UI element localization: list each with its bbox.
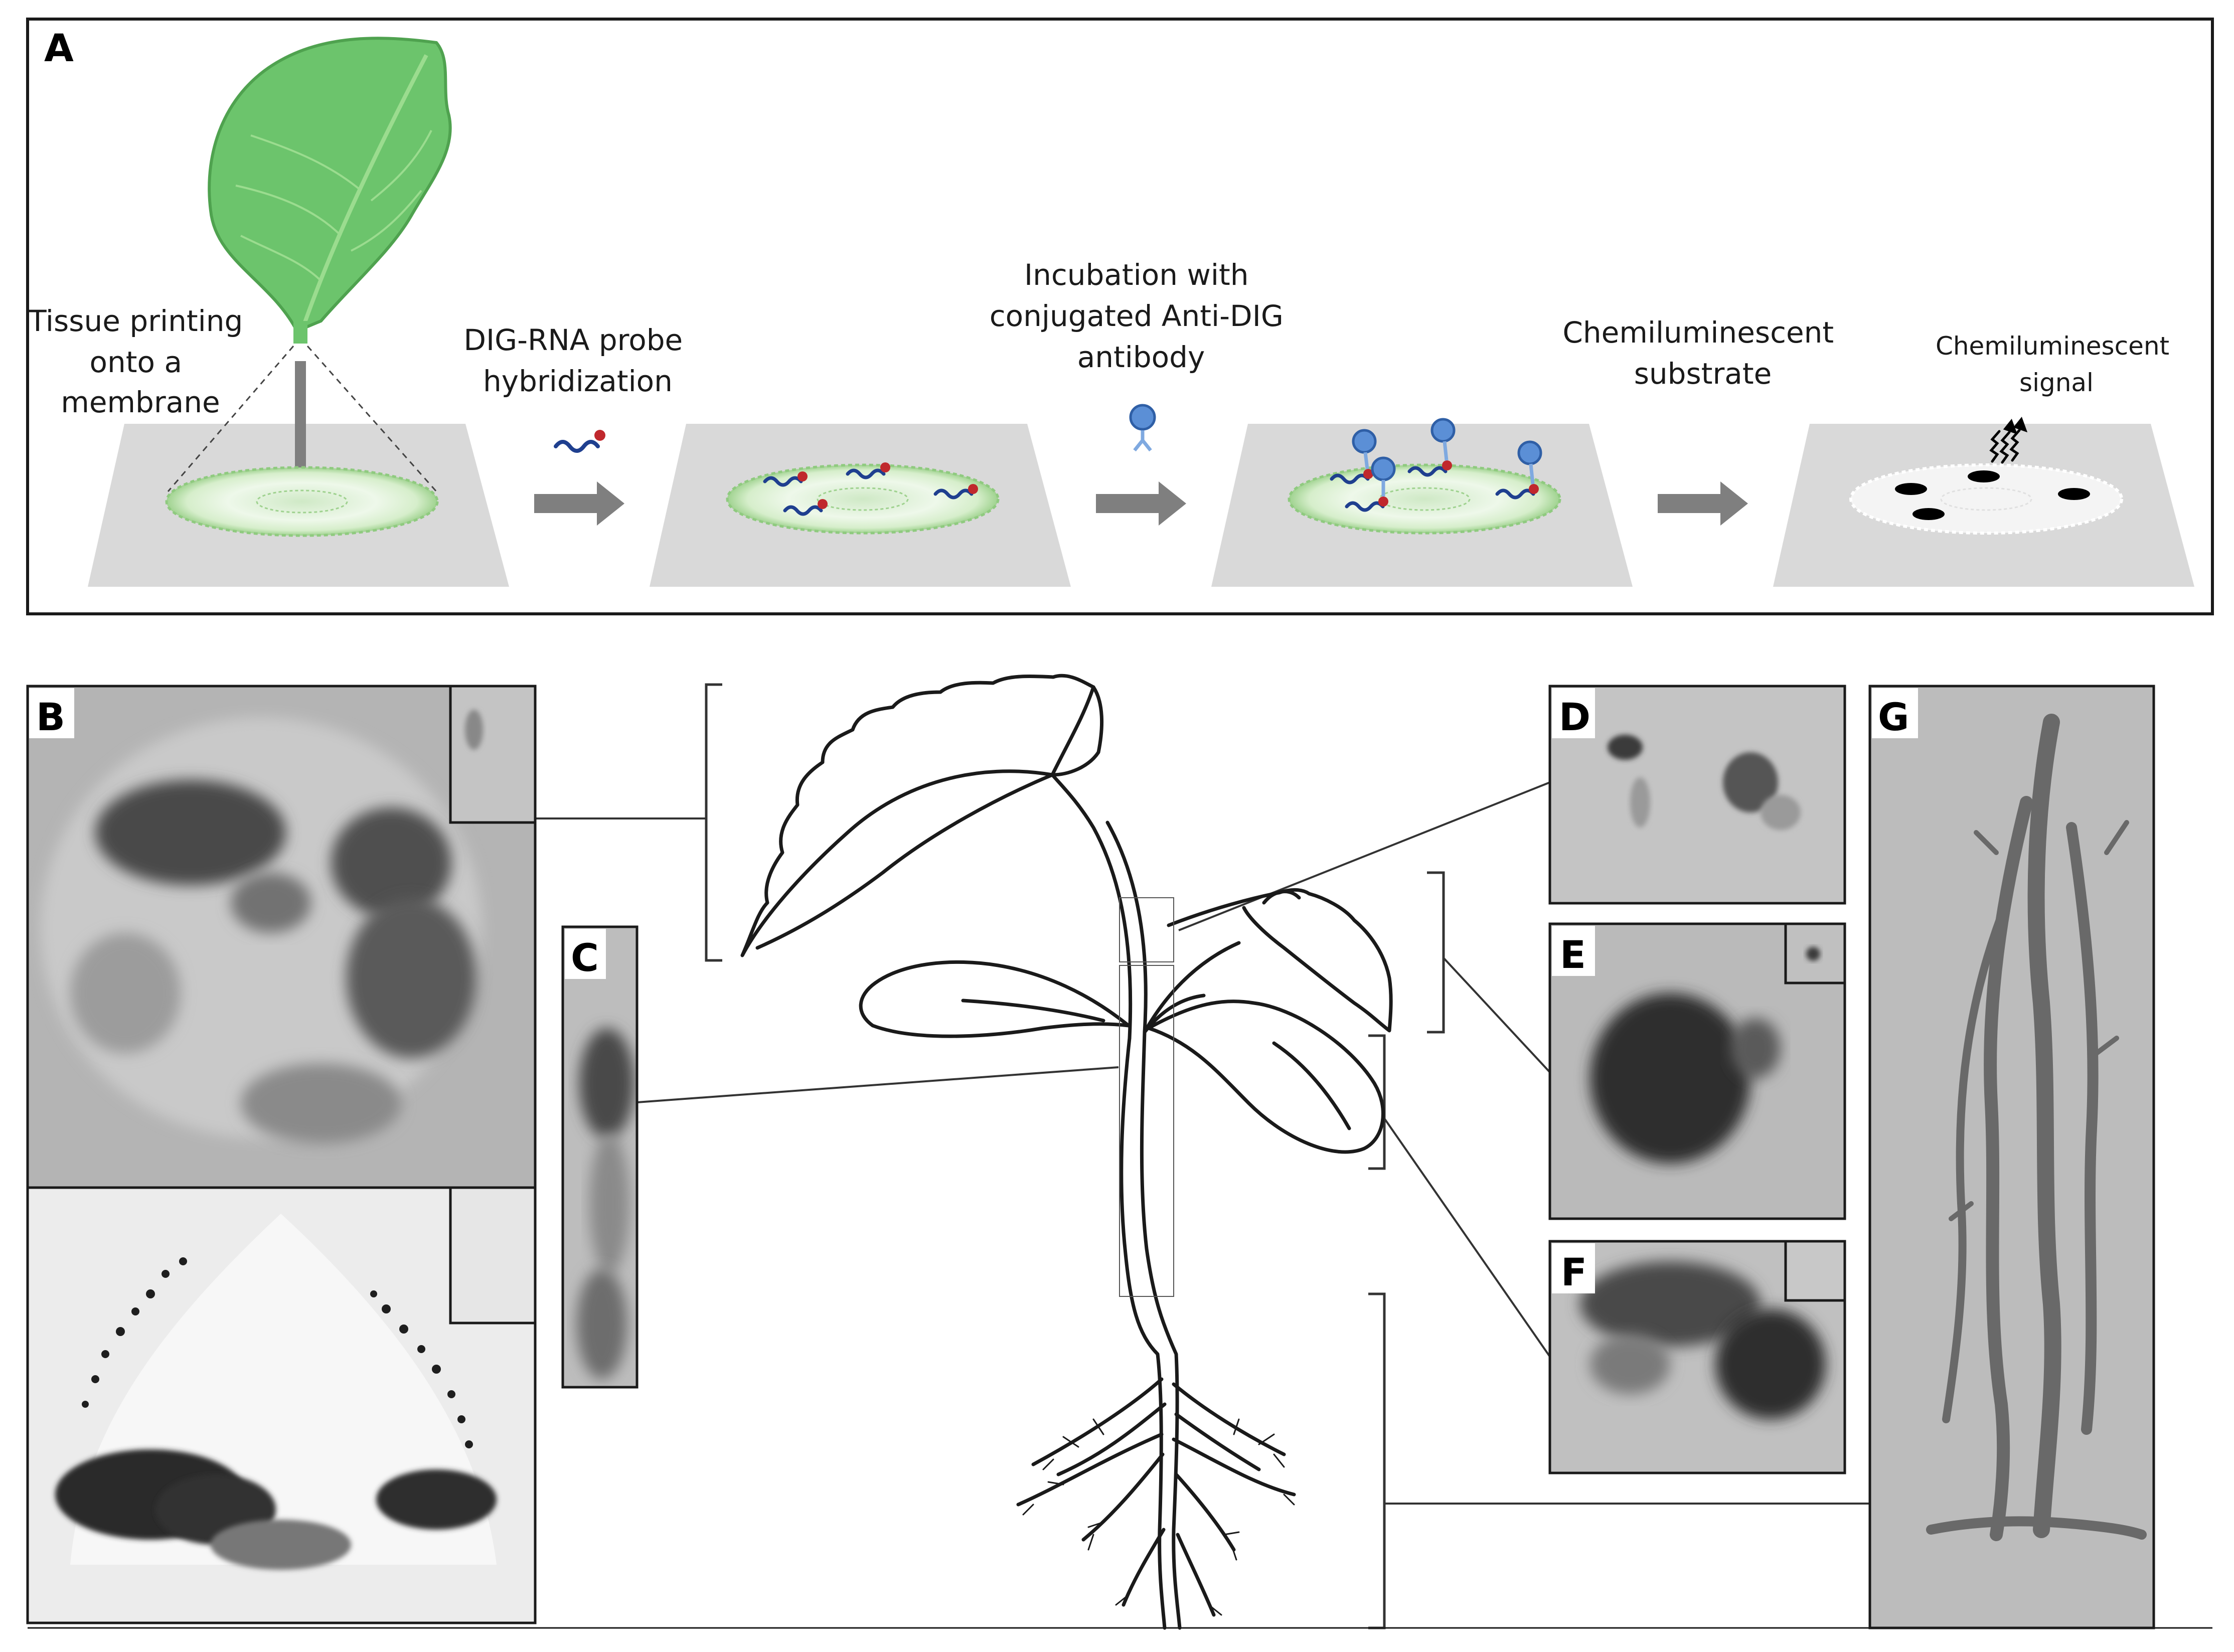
selection-box-apex: [1119, 897, 1174, 962]
panel-a-letter: A: [44, 26, 74, 70]
step-2-label: DIG-RNA probe hybridization: [463, 323, 692, 398]
step-3-label: Incubation with conjugated Anti-DIG anti…: [990, 258, 1293, 374]
process-arrow-2: [1096, 481, 1186, 526]
plant-roots: [1016, 1377, 1296, 1617]
probe-icon: [554, 430, 605, 453]
leaf-icon: [208, 37, 452, 344]
connector-f: [1383, 1117, 1551, 1358]
plant-right-cotyledon: [1147, 1000, 1385, 1154]
bracket-cotyledon: [1368, 1034, 1386, 1170]
panel-e-letter: E: [1560, 932, 1586, 977]
signal-emission-icon: [1989, 416, 2028, 464]
plant-stem: [1120, 1036, 1167, 1630]
connector-c: [636, 1066, 1119, 1103]
bracket-right-leaf: [1427, 871, 1445, 1034]
panel-b-lower-spots: [82, 1257, 473, 1448]
panel-d: [1550, 686, 1845, 903]
panel-letters: B C D E F G: [29, 688, 1918, 1294]
dig-labels-2: [797, 462, 978, 509]
region-brackets: [705, 683, 1445, 1629]
bracket-root: [1368, 1292, 1386, 1629]
panel-f-letter: F: [1561, 1250, 1587, 1294]
panel-b-letter: B: [36, 695, 65, 739]
projection-line-left: [167, 346, 294, 492]
connector-lines: [535, 781, 1870, 1505]
leaf-print-1: [165, 466, 439, 537]
process-arrow-1: [534, 481, 624, 526]
panel-b-lower-inset: [449, 1186, 537, 1325]
plant-drawing: [740, 674, 1393, 1630]
bracket-top-leaves: [705, 683, 722, 962]
panel-c-letter: C: [571, 935, 599, 980]
bound-antibodies: [1352, 418, 1542, 497]
leaf-print-2: [726, 463, 1000, 535]
probes-membrane-3: [1330, 466, 1535, 512]
step-1-label: Tissue printing onto a membrane: [28, 304, 252, 419]
panel-b-lower: [28, 1188, 535, 1623]
panel-a: A: [26, 18, 2214, 615]
plant-left-cotyledon: [859, 960, 1131, 1038]
panel-d-frame: [1548, 685, 1846, 905]
stem-selection-boxes: [1119, 897, 1174, 1297]
panel-f-frame: [1548, 1240, 1846, 1474]
step-4-label: Chemiluminescent substrate: [1562, 315, 1843, 391]
panel-c: [563, 927, 637, 1387]
connector-e: [1443, 957, 1551, 1073]
selection-box-stem: [1119, 965, 1174, 1297]
signal-spots: [1895, 470, 2090, 520]
panel-g-letter: G: [1878, 695, 1909, 739]
panel-g: [1870, 686, 2154, 1628]
panel-f-inset: [1784, 1240, 1846, 1302]
panel-e-frame: [1548, 922, 1846, 1220]
panel-b-upper-inset-mark: [465, 710, 483, 750]
panel-d-letter: D: [1559, 695, 1590, 739]
plant-top-leaf: [740, 674, 1104, 957]
antibody-icon: [1129, 404, 1156, 452]
panel-c-frame: [561, 925, 639, 1389]
panel-b-upper-inset: [449, 685, 537, 824]
probes-hybridized: [763, 468, 974, 516]
dig-labels-3: [1363, 460, 1539, 507]
panel-e-inset-mark: [1806, 947, 1820, 961]
panel-b-lower-frame: [26, 1186, 537, 1624]
step-5-label: Chemiluminescent signal: [1936, 332, 2177, 397]
connector-d: [1178, 781, 1550, 931]
process-arrow-3: [1658, 481, 1748, 526]
